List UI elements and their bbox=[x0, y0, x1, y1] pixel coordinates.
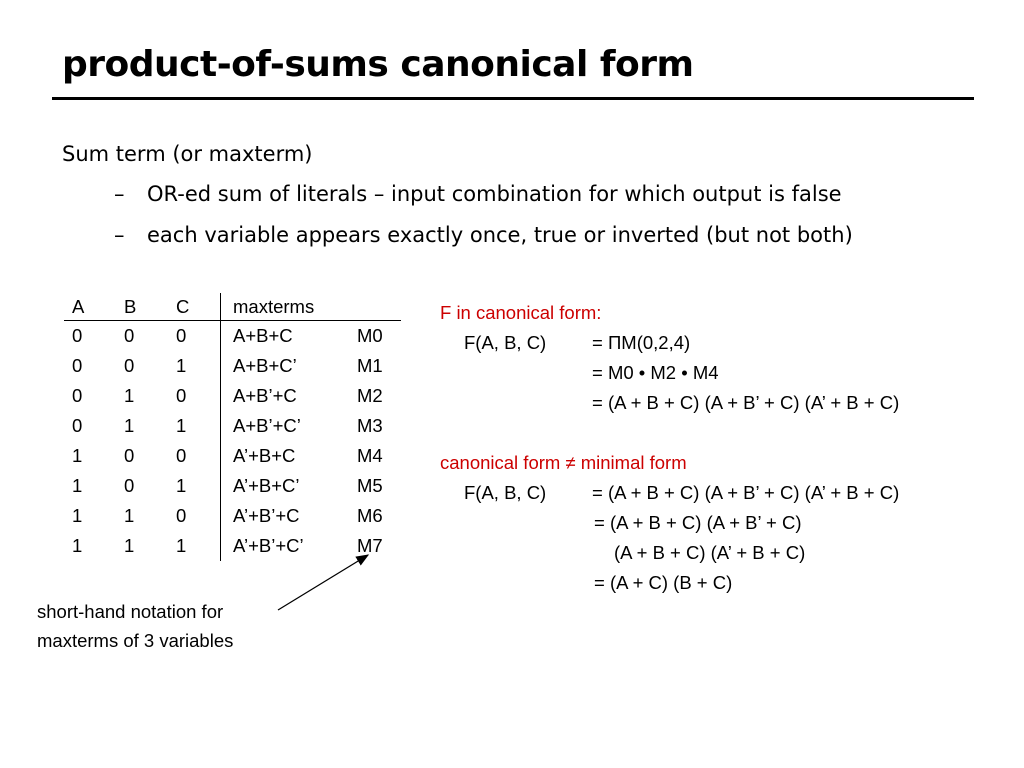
cell-a: 1 bbox=[72, 505, 83, 526]
cell-b: 1 bbox=[124, 415, 135, 436]
arrow-line bbox=[277, 554, 370, 611]
cell-m: M4 bbox=[357, 445, 383, 466]
cell-b: 0 bbox=[124, 475, 135, 496]
dash-marker: – bbox=[114, 223, 125, 247]
cell-m: M2 bbox=[357, 385, 383, 406]
cell-a: 1 bbox=[72, 445, 83, 466]
canonical-heading: F in canonical form: bbox=[440, 302, 602, 323]
cell-m: M7 bbox=[357, 535, 383, 556]
table-row: 0 0 1 A+B+C’ M1 bbox=[64, 351, 401, 381]
cell-c: 1 bbox=[176, 531, 221, 561]
cell-a: 1 bbox=[72, 535, 83, 556]
cell-m: M3 bbox=[357, 415, 383, 436]
cell-a: 0 bbox=[72, 325, 83, 346]
minimal-line-4: = (A + C) (B + C) bbox=[594, 572, 733, 593]
sub-bullet-2: –each variable appears exactly once, tru… bbox=[114, 223, 853, 247]
minimal-heading: canonical form ≠ minimal form bbox=[440, 452, 687, 473]
cell-b: 0 bbox=[124, 445, 135, 466]
cell-expr: A’+B’+C’ bbox=[233, 535, 304, 556]
dash-marker: – bbox=[114, 182, 125, 206]
table-row: 1 1 1 A’+B’+C’ M7 bbox=[64, 531, 401, 561]
bullet-sum-term: Sum term (or maxterm) bbox=[62, 142, 313, 166]
cell-m: M0 bbox=[357, 325, 383, 346]
sub-bullet-text: each variable appears exactly once, true… bbox=[147, 223, 853, 247]
table-row: 0 1 0 A+B’+C M2 bbox=[64, 381, 401, 411]
sub-bullet-1: –OR-ed sum of literals – input combinati… bbox=[114, 182, 842, 206]
canonical-lhs: F(A, B, C) bbox=[464, 332, 547, 353]
note-line-1: short-hand notation for bbox=[37, 601, 224, 622]
table-row: 1 0 1 A’+B+C’ M5 bbox=[64, 471, 401, 501]
cell-c: 0 bbox=[176, 441, 221, 471]
note-line-2: maxterms of 3 variables bbox=[37, 630, 234, 651]
cell-expr: A+B+C’ bbox=[233, 355, 297, 376]
header-b: B bbox=[124, 295, 137, 317]
cell-c: 1 bbox=[176, 411, 221, 441]
header-c: C bbox=[176, 293, 221, 321]
sub-bullet-text: OR-ed sum of literals – input combinatio… bbox=[147, 182, 842, 206]
cell-expr: A+B+C bbox=[233, 325, 293, 346]
canonical-line-2: = M0 • M2 • M4 bbox=[592, 362, 719, 383]
minimal-line-3: (A + B + C) (A’ + B + C) bbox=[614, 542, 806, 563]
cell-b: 1 bbox=[124, 505, 135, 526]
cell-expr: A’+B+C bbox=[233, 445, 296, 466]
cell-m: M5 bbox=[357, 475, 383, 496]
cell-a: 0 bbox=[72, 355, 83, 376]
cell-expr: A’+B’+C bbox=[233, 505, 300, 526]
cell-c: 0 bbox=[176, 501, 221, 531]
header-a: A bbox=[72, 295, 85, 317]
minimal-line-1: = (A + B + C) (A + B’ + C) (A’ + B + C) bbox=[592, 482, 900, 503]
cell-a: 1 bbox=[72, 475, 83, 496]
cell-b: 1 bbox=[124, 385, 135, 406]
cell-expr: A’+B+C’ bbox=[233, 475, 300, 496]
table-header-row: A B C maxterms bbox=[64, 293, 401, 321]
title-divider bbox=[52, 97, 974, 100]
header-maxterms: maxterms bbox=[233, 295, 315, 317]
table-row: 1 1 0 A’+B’+C M6 bbox=[64, 501, 401, 531]
minimal-line-2: = (A + B + C) (A + B’ + C) bbox=[594, 512, 802, 533]
canonical-line-1: = ΠM(0,2,4) bbox=[592, 332, 691, 353]
table-row: 0 1 1 A+B’+C’ M3 bbox=[64, 411, 401, 441]
table-row: 0 0 0 A+B+C M0 bbox=[64, 320, 401, 351]
cell-b: 0 bbox=[124, 355, 135, 376]
cell-b: 0 bbox=[124, 325, 135, 346]
minimal-lhs: F(A, B, C) bbox=[464, 482, 547, 503]
cell-c: 0 bbox=[176, 381, 221, 411]
cell-a: 0 bbox=[72, 385, 83, 406]
cell-a: 0 bbox=[72, 415, 83, 436]
cell-expr: A+B’+C bbox=[233, 385, 297, 406]
table-row: 1 0 0 A’+B+C M4 bbox=[64, 441, 401, 471]
cell-m: M6 bbox=[357, 505, 383, 526]
canonical-line-3: = (A + B + C) (A + B’ + C) (A’ + B + C) bbox=[592, 392, 900, 413]
shorthand-note: short-hand notation for maxterms of 3 va… bbox=[37, 597, 233, 655]
cell-expr: A+B’+C’ bbox=[233, 415, 301, 436]
cell-c: 1 bbox=[176, 471, 221, 501]
cell-c: 1 bbox=[176, 351, 221, 381]
cell-b: 1 bbox=[124, 535, 135, 556]
cell-m: M1 bbox=[357, 355, 383, 376]
page-title: product-of-sums canonical form bbox=[62, 44, 694, 85]
cell-c: 0 bbox=[176, 320, 221, 351]
